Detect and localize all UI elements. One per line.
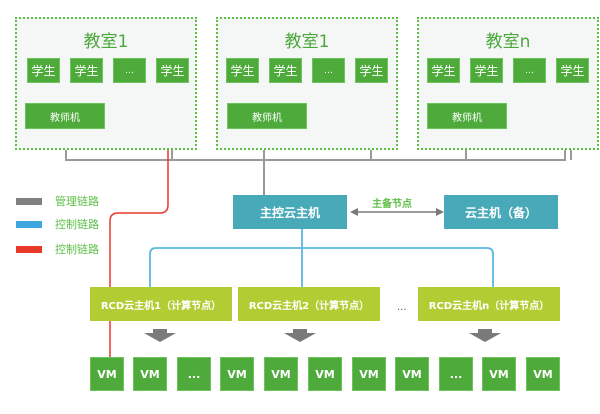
legend-swatch-control-red <box>16 246 42 253</box>
student-pc[interactable]: 学生 <box>427 58 460 83</box>
compute-node-n[interactable]: RCD云主机n（计算节点） <box>418 287 560 321</box>
compute-node-2[interactable]: RCD云主机2（计算节点） <box>238 287 380 321</box>
student-pc[interactable]: 学生 <box>27 58 60 83</box>
vm-ellipsis: ... <box>439 357 473 391</box>
vm[interactable]: VM <box>220 357 254 391</box>
student-pc-ellipsis: … <box>312 58 345 83</box>
student-pc[interactable]: 学生 <box>226 58 259 83</box>
down-arrow-icon <box>144 329 176 342</box>
vm-ellipsis: ... <box>177 357 211 391</box>
backup-cloud-host[interactable]: 云主机（备） <box>444 195 558 229</box>
blue-control-link-tree <box>149 228 494 288</box>
classroom-2: 教室1 学生 学生 … 学生 教师机 <box>216 17 398 150</box>
down-arrow-icon <box>469 329 501 342</box>
student-pc[interactable]: 学生 <box>556 58 589 83</box>
compute-node-1[interactable]: RCD云主机1（计算节点） <box>90 287 232 321</box>
classroom-title: 教室1 <box>284 32 330 52</box>
down-arrow-icon <box>284 329 316 342</box>
student-pc[interactable]: 学生 <box>156 58 189 83</box>
legend-swatch-control-blue <box>16 221 42 228</box>
arrow-right-icon <box>436 208 444 216</box>
student-pc-ellipsis: … <box>513 58 546 83</box>
vm[interactable]: VM <box>308 357 342 391</box>
student-pc[interactable]: 学生 <box>269 58 302 83</box>
classroom-title: 教室n <box>485 32 531 52</box>
classroom-n: 教室n 学生 学生 … 学生 教师机 <box>417 17 599 150</box>
vm[interactable]: VM <box>133 357 167 391</box>
vm[interactable]: VM <box>395 357 429 391</box>
teacher-pc[interactable]: 教师机 <box>227 103 307 129</box>
classroom-title: 教室1 <box>83 32 129 52</box>
student-pc[interactable]: 学生 <box>70 58 103 83</box>
classroom-1: 教室1 学生 学生 … 学生 教师机 <box>15 17 197 150</box>
student-pc[interactable]: 学生 <box>355 58 388 83</box>
vm[interactable]: VM <box>482 357 516 391</box>
legend-label-control-blue: 控制链路 <box>55 218 99 231</box>
student-pc[interactable]: 学生 <box>470 58 503 83</box>
vm[interactable]: VM <box>90 357 124 391</box>
standby-label: 主备节点 <box>372 199 412 210</box>
arrow-left-icon <box>350 208 358 216</box>
vm[interactable]: VM <box>352 357 386 391</box>
student-pc-ellipsis: … <box>113 58 146 83</box>
legend-label-management: 管理链路 <box>55 195 99 208</box>
red-control-link <box>109 78 169 360</box>
master-cloud-host[interactable]: 主控云主机 <box>233 195 347 229</box>
legend-swatch-management <box>16 198 42 205</box>
compute-node-ellipsis: ... <box>397 302 407 313</box>
vm[interactable]: VM <box>264 357 298 391</box>
legend-label-control-red: 控制链路 <box>55 243 99 256</box>
teacher-pc[interactable]: 教师机 <box>25 103 105 129</box>
teacher-pc[interactable]: 教师机 <box>427 103 507 129</box>
vm[interactable]: VM <box>526 357 560 391</box>
